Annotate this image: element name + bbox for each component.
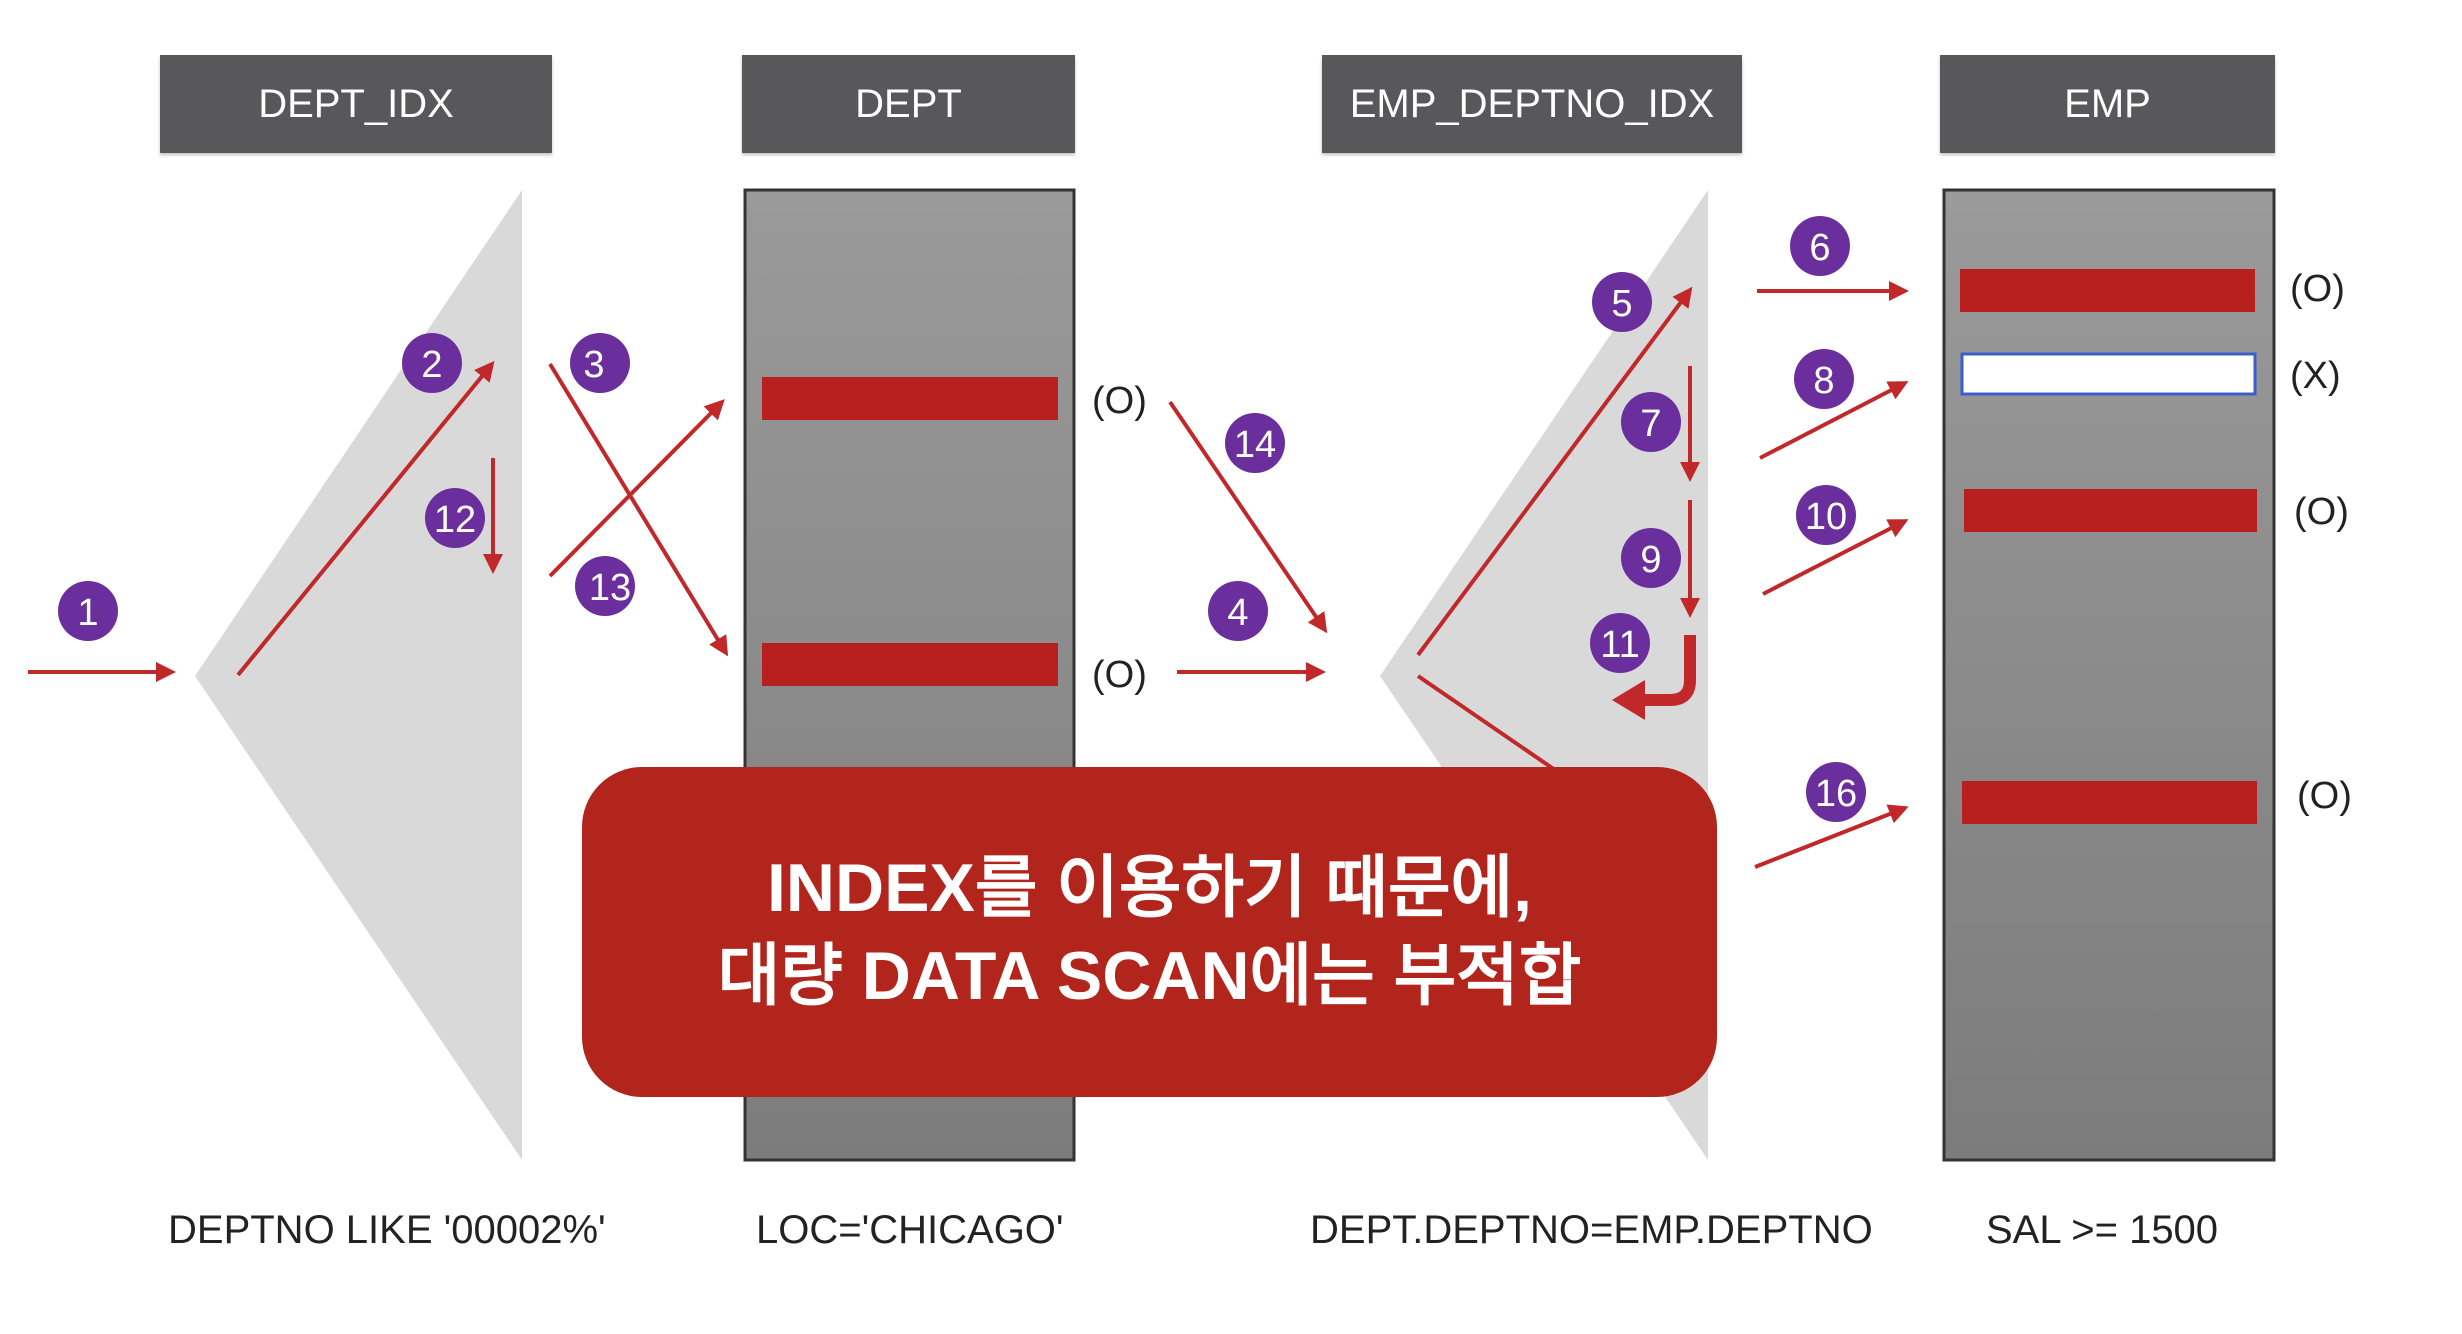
svg-text:8: 8 <box>1813 360 1834 402</box>
emp-row-4 <box>1962 781 2257 824</box>
header-emp-deptno-idx: EMP_DEPTNO_IDX <box>1322 55 1742 153</box>
step-badge-8: 8 <box>1794 349 1854 409</box>
step-badges: 1 2 3 4 5 6 7 <box>58 216 1866 822</box>
header-dept: DEPT <box>742 55 1075 153</box>
arrow-8 <box>1759 381 1909 460</box>
dept-mark-2: (O) <box>1092 654 1147 696</box>
svg-text:1: 1 <box>77 592 98 634</box>
step-badge-2: 2 <box>402 333 462 393</box>
caption-dept-idx: DEPTNO LIKE '00002%' <box>168 1208 606 1252</box>
svg-text:16: 16 <box>1815 773 1857 815</box>
svg-text:5: 5 <box>1611 283 1632 325</box>
emp-mark-4: (O) <box>2297 775 2352 817</box>
arrow-16 <box>1754 804 1909 869</box>
callout-line-2: 대량 DATA SCAN에는 부적합 <box>717 938 1582 1014</box>
dept-row-2 <box>762 643 1058 686</box>
dept-row-1 <box>762 377 1058 420</box>
step-badge-3: 3 <box>570 333 630 393</box>
emp-row-1 <box>1960 269 2255 312</box>
svg-text:3: 3 <box>583 344 604 386</box>
flow-arrows <box>28 281 1909 869</box>
step-badge-9: 9 <box>1621 528 1681 588</box>
header-emp: EMP <box>1940 55 2275 153</box>
step-badge-12: 12 <box>425 488 485 548</box>
svg-text:9: 9 <box>1640 539 1661 581</box>
svg-text:14: 14 <box>1234 424 1276 466</box>
step-badge-6: 6 <box>1790 216 1850 276</box>
dept-idx-index-shape <box>195 190 522 1160</box>
arrow-3 <box>548 362 729 657</box>
emp-mark-1: (O) <box>2290 268 2345 310</box>
arrow-branch <box>1416 674 1560 774</box>
arrow-11-uturn <box>1630 635 1696 706</box>
emp-row-2 <box>1960 352 2257 396</box>
arrow-10 <box>1762 519 1909 596</box>
emp-table <box>1942 188 2276 1162</box>
svg-text:2: 2 <box>421 344 442 386</box>
step-badge-16: 16 <box>1806 762 1866 822</box>
arrow-5 <box>1416 286 1693 657</box>
caption-emp-deptno-idx: DEPT.DEPTNO=EMP.DEPTNO <box>1310 1208 1873 1252</box>
svg-text:7: 7 <box>1640 403 1661 445</box>
step-badge-10: 10 <box>1796 485 1856 545</box>
arrow-2 <box>236 360 495 677</box>
caption-dept: LOC='CHICAGO' <box>756 1208 1064 1252</box>
callout-line-1: INDEX를 이용하기 때문에, <box>767 849 1532 926</box>
step-badge-14: 14 <box>1225 413 1285 473</box>
emp-mark-3: (O) <box>2294 491 2349 533</box>
step-badge-4: 4 <box>1208 581 1268 641</box>
emp-row-3 <box>1964 489 2257 532</box>
caption-emp: SAL >= 1500 <box>1986 1208 2219 1252</box>
arrow-11-head <box>1612 680 1645 720</box>
svg-text:4: 4 <box>1227 592 1248 634</box>
callout-banner: INDEX를 이용하기 때문에, 대량 DATA SCAN에는 부적합 <box>582 767 1717 1097</box>
dept-mark-1: (O) <box>1092 380 1147 422</box>
arrow-13 <box>548 399 725 578</box>
emp-mark-2: (X) <box>2290 355 2341 397</box>
step-badge-11: 11 <box>1590 613 1650 673</box>
svg-text:6: 6 <box>1809 227 1830 269</box>
svg-text:13: 13 <box>589 567 631 609</box>
arrow-14 <box>1168 400 1328 634</box>
svg-text:10: 10 <box>1805 496 1847 538</box>
svg-text:11: 11 <box>1600 624 1639 666</box>
step-badge-13: 13 <box>575 556 635 616</box>
step-badge-1: 1 <box>58 581 118 641</box>
step-badge-5: 5 <box>1592 272 1652 332</box>
svg-text:12: 12 <box>434 499 476 541</box>
header-dept-idx: DEPT_IDX <box>160 55 552 153</box>
step-badge-7: 7 <box>1621 392 1681 452</box>
